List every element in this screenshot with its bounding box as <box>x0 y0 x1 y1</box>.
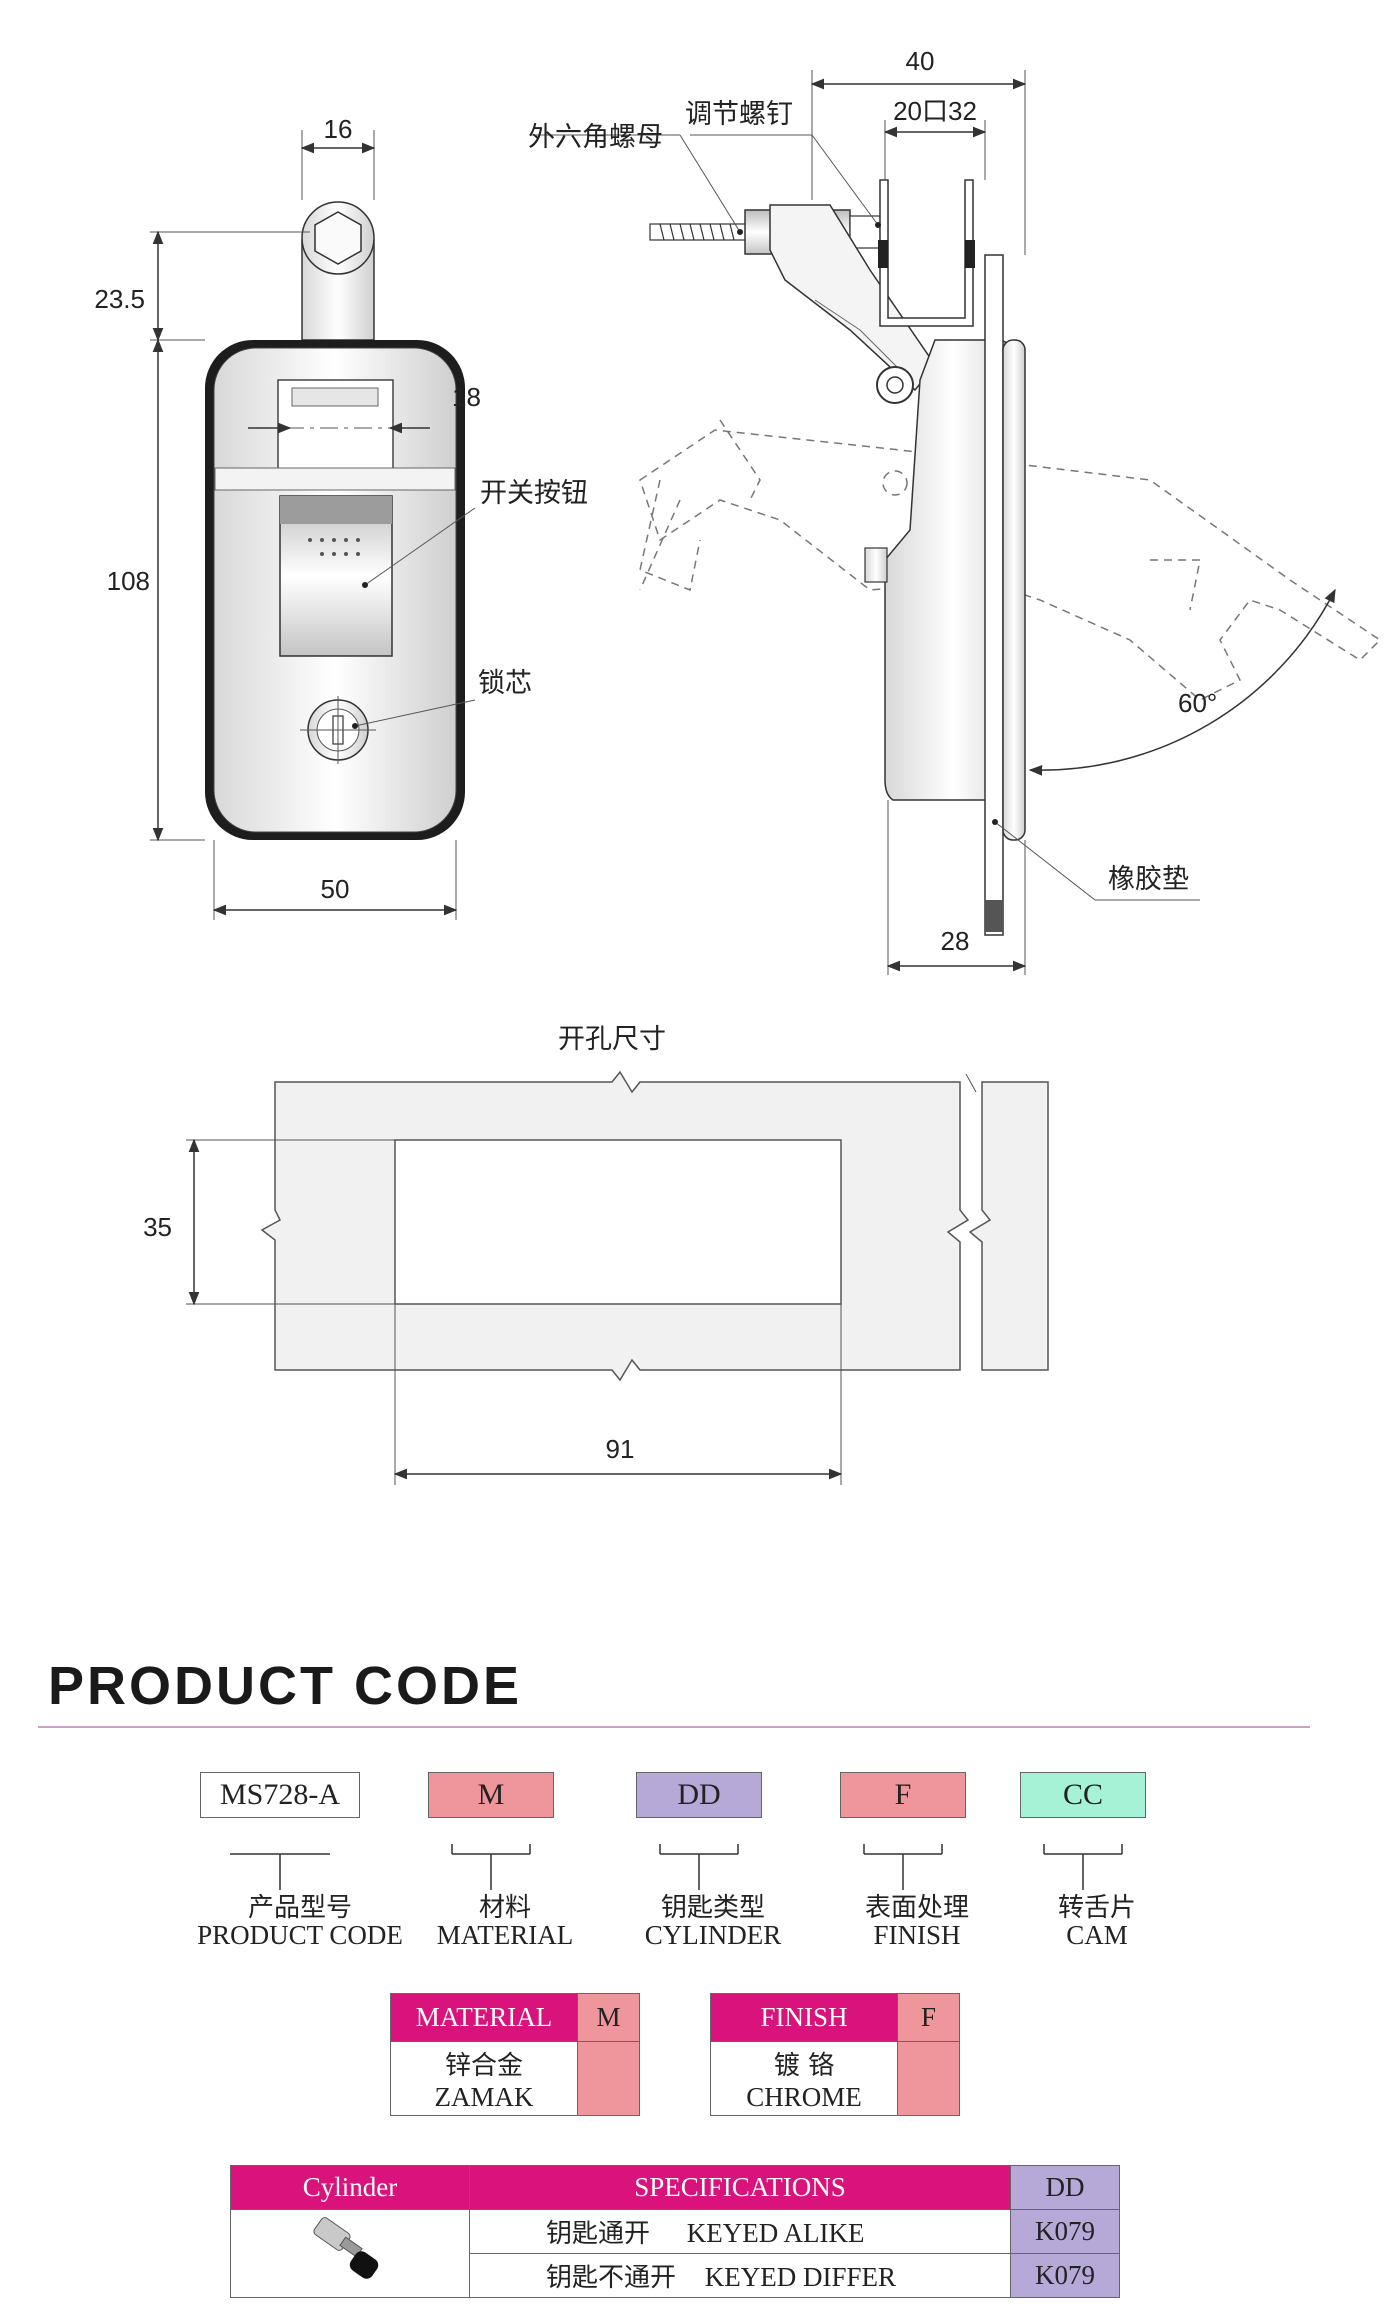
dim-top-height: 23.5 <box>94 284 145 314</box>
cylinder-row-keyed-alike: 钥匙通开 KEYED ALIKE <box>469 2209 1011 2254</box>
material-value-en: ZAMAK <box>434 2081 534 2112</box>
technical-drawing: 16 23.5 18 108 50 开关按钮 锁芯 <box>94 46 1382 1485</box>
keyed-alike-cn: 钥匙通开 <box>546 2219 651 2249</box>
code-box-product: MS728-A <box>200 1772 360 1818</box>
code-box-cam: CC <box>1020 1772 1146 1818</box>
dim-depth: 28 <box>941 926 970 956</box>
title-divider <box>38 1726 1310 1728</box>
cutout-view: 开孔尺寸 35 91 <box>143 1024 1049 1485</box>
cutout-title: 开孔尺寸 <box>558 1024 666 1055</box>
code-box-cylinder: DD <box>636 1772 762 1818</box>
code-connectors <box>230 1844 1123 1890</box>
label-cam-en: CAM <box>1066 1920 1128 1950</box>
label-hex-nut: 外六角螺母 <box>528 122 663 153</box>
material-table: MATERIAL M 锌合金 ZAMAK <box>390 1993 640 2116</box>
material-table-value: 锌合金 ZAMAK <box>390 2041 578 2116</box>
material-value-cn: 锌合金 <box>444 2050 523 2081</box>
cylinder-image-cell <box>230 2209 470 2298</box>
label-finish-en: FINISH <box>873 1920 961 1950</box>
label-lock-core: 锁芯 <box>478 668 532 699</box>
cylinder-table-header-dd: DD <box>1010 2165 1120 2210</box>
label-material-en: MATERIAL <box>436 1920 574 1950</box>
label-cylinder-en: CYLINDER <box>644 1920 782 1950</box>
label-switch-button: 开关按钮 <box>480 478 588 509</box>
dim-cutout-height: 35 <box>143 1212 172 1242</box>
finish-table-code-fill <box>897 2041 960 2116</box>
dim-height: 108 <box>107 566 150 596</box>
cylinder-table: Cylinder SPECIFICATIONS DD 钥匙通开 KEYED AL… <box>230 2165 1120 2298</box>
label-product-code-cn: 产品型号 <box>247 1893 352 1923</box>
finish-table-code: F <box>897 1993 960 2042</box>
label-cam: 转舌片 CAM <box>987 1895 1207 1949</box>
finish-value-cn: 镀 铬 <box>773 2050 835 2081</box>
dim-angle: 60° <box>1178 688 1217 718</box>
label-rubber-pad: 橡胶垫 <box>1108 864 1189 895</box>
dim-overall: 40 <box>906 46 935 76</box>
label-product-code-en: PRODUCT CODE <box>197 1920 403 1950</box>
keyed-alike-code: K079 <box>1010 2209 1120 2254</box>
cylinder-table-header-spec: SPECIFICATIONS <box>469 2165 1011 2210</box>
finish-table-value: 镀 铬 CHROME <box>710 2041 898 2116</box>
label-material-cn: 材料 <box>478 1893 531 1923</box>
cylinder-table-header-cylinder: Cylinder <box>230 2165 470 2210</box>
finish-value-en: CHROME <box>746 2081 862 2112</box>
finish-table: FINISH F 镀 铬 CHROME <box>710 1993 960 2116</box>
dim-top-width: 16 <box>324 114 353 144</box>
dim-width: 50 <box>321 874 350 904</box>
material-table-code: M <box>577 1993 640 2042</box>
label-adjust-screw: 调节螺钉 <box>685 99 793 130</box>
code-box-material: M <box>428 1772 554 1818</box>
dim-range: 20口32 <box>893 96 977 126</box>
keyed-differ-code: K079 <box>1010 2253 1120 2298</box>
keyed-differ-cn: 钥匙不通开 <box>546 2263 677 2293</box>
open-position-outline <box>639 419 1382 701</box>
label-finish: 表面处理 FINISH <box>807 1895 1027 1949</box>
label-cylinder: 钥匙类型 CYLINDER <box>603 1895 823 1949</box>
product-code-title: PRODUCT CODE <box>48 1656 523 1716</box>
label-cylinder-cn: 钥匙类型 <box>660 1893 765 1923</box>
code-box-finish: F <box>840 1772 966 1818</box>
keyed-differ-en: KEYED DIFFER <box>704 2262 897 2292</box>
cylinder-row-keyed-differ: 钥匙不通开 KEYED DIFFER <box>469 2253 1011 2298</box>
finish-table-header: FINISH <box>710 1993 898 2042</box>
material-table-code-fill <box>577 2041 640 2116</box>
key-cylinder-icon <box>313 2217 379 2279</box>
label-finish-cn: 表面处理 <box>864 1893 969 1923</box>
front-view: 16 23.5 18 108 50 开关按钮 锁芯 <box>94 114 588 920</box>
material-table-header: MATERIAL <box>390 1993 578 2042</box>
label-material: 材料 MATERIAL <box>395 1895 615 1949</box>
keyed-alike-en: KEYED ALIKE <box>686 2218 865 2248</box>
dim-inner-width: 18 <box>452 382 481 412</box>
label-product-code: 产品型号 PRODUCT CODE <box>190 1895 410 1949</box>
side-view: 40 20口32 28 60° 外六角螺母 调节螺钉 橡胶垫 <box>528 46 1382 975</box>
label-cam-cn: 转舌片 <box>1057 1893 1136 1923</box>
dim-cutout-width: 91 <box>606 1434 635 1464</box>
